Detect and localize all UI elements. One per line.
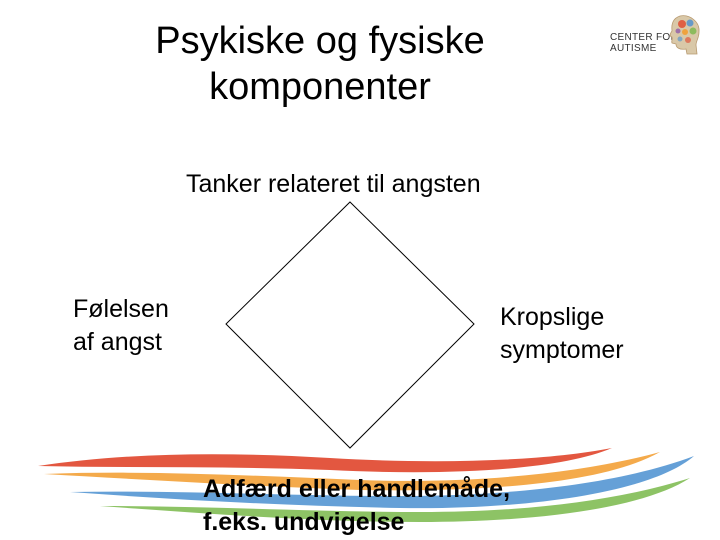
logo-text: CENTER FOR AUTISME: [610, 32, 678, 54]
label-feeling: Følelsen af angst: [73, 293, 169, 359]
slide-title: Psykiske og fysiske komponenter: [80, 18, 560, 110]
slide-title-line-2: komponenter: [209, 66, 431, 108]
logo-line-1: CENTER FOR: [610, 32, 678, 43]
center-for-autisme-logo: CENTER FOR AUTISME: [610, 14, 704, 58]
head-logo-icon: [669, 15, 700, 55]
label-behavior: Adfærd eller handlemåde, f.eks. undvigel…: [203, 473, 510, 539]
label-feeling-line-1: Følelsen: [73, 295, 169, 323]
slide-title-line-1: Psykiske og fysiske: [155, 20, 485, 62]
label-behavior-line-2: f.eks. undvigelse: [203, 508, 405, 536]
label-behavior-line-1: Adfærd eller handlemåde,: [203, 475, 511, 503]
label-body-symptoms-line-1: Kropslige: [500, 303, 605, 331]
label-body-symptoms-line-2: symptomer: [500, 336, 624, 364]
logo-line-2: AUTISME: [610, 43, 657, 54]
label-body-symptoms: Kropslige symptomer: [500, 301, 624, 367]
label-feeling-line-2: af angst: [73, 328, 162, 356]
diamond-shape: [225, 201, 475, 449]
label-thoughts: Tanker relateret til angsten: [186, 170, 481, 198]
